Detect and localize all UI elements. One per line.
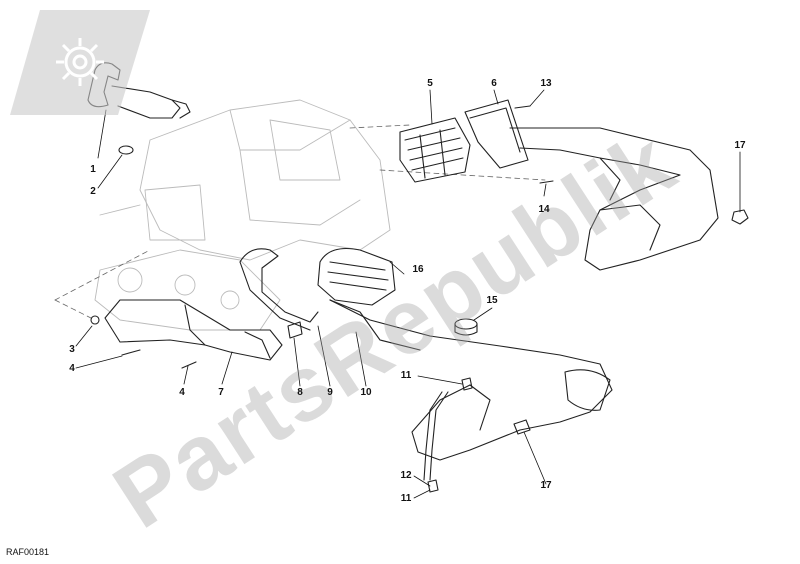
drain-tube [429, 391, 449, 481]
screw-13 [514, 105, 531, 109]
air-filter [399, 117, 471, 183]
lower-left-duct [104, 299, 283, 361]
nut-lower [513, 419, 531, 435]
callout-16: 16 [412, 264, 424, 275]
clip-11 [427, 479, 439, 493]
callout-14: 14 [538, 204, 550, 215]
nut-upper [731, 209, 749, 225]
callout-17b: 17 [540, 480, 552, 491]
callout-3: 3 [69, 344, 75, 355]
leader-lines [75, 89, 741, 499]
callout-10: 10 [360, 387, 372, 398]
nut-8 [287, 321, 303, 339]
callout-5: 5 [427, 78, 433, 89]
callout-6: 6 [491, 78, 497, 89]
callout-17a: 17 [734, 140, 746, 151]
filter-cover [464, 99, 529, 169]
cap-15 [454, 318, 478, 336]
reference-code: RAF00181 [6, 547, 50, 557]
callout-2: 2 [90, 186, 96, 197]
intake-mouth [317, 247, 396, 306]
screw-4a [121, 349, 141, 356]
callout-12: 12 [400, 470, 412, 481]
callout-8: 8 [297, 387, 303, 398]
curved-hose [239, 248, 319, 331]
callout-11a: 11 [400, 370, 412, 381]
callout-15: 15 [486, 295, 498, 306]
screw-14 [539, 180, 554, 184]
screw-4b [181, 361, 197, 369]
main-air-duct [329, 299, 613, 461]
callout-1: 1 [90, 164, 96, 175]
washer-3 [90, 315, 100, 325]
callout-9: 9 [327, 387, 333, 398]
fitting-11 [461, 377, 473, 391]
hose-clamp [118, 145, 134, 155]
callout-7: 7 [218, 387, 224, 398]
upper-air-duct [509, 127, 719, 271]
callout-13: 13 [540, 78, 552, 89]
gear-logo-icon [10, 10, 150, 115]
engine-outline [94, 99, 391, 331]
callout-11b: 11 [400, 493, 412, 504]
callout-4b: 4 [179, 387, 185, 398]
callout-4a: 4 [69, 363, 75, 374]
